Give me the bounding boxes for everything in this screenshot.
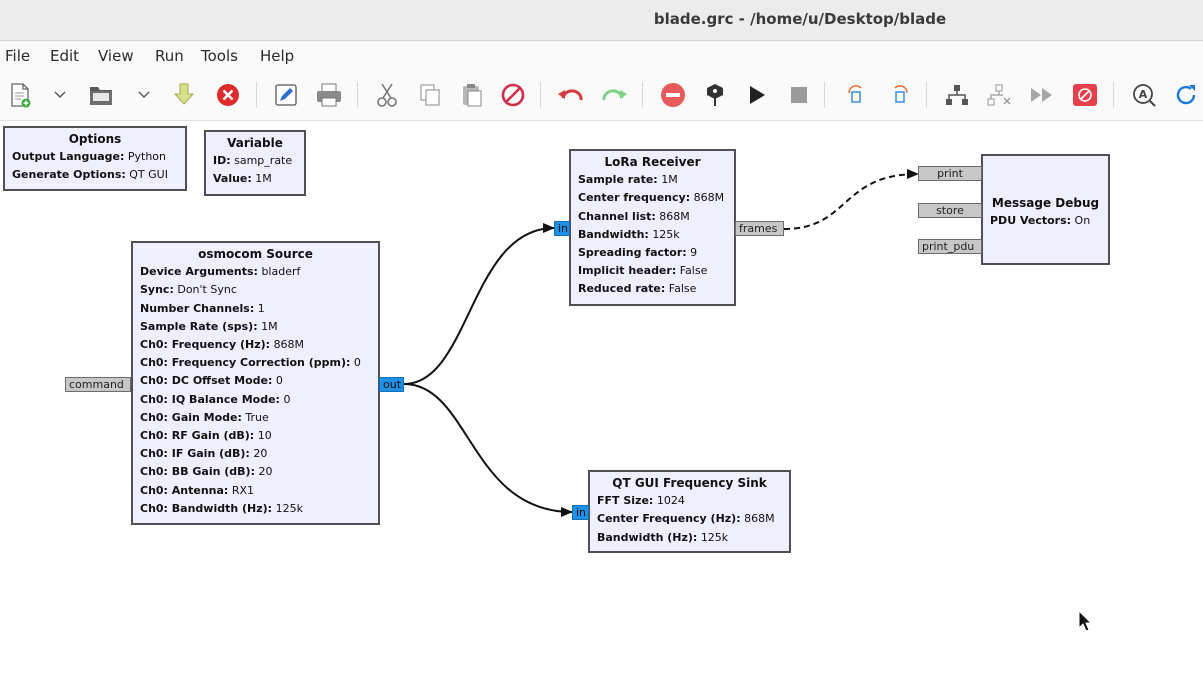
- delete-icon[interactable]: [497, 79, 529, 111]
- menu-view[interactable]: View: [98, 47, 134, 65]
- toolbar: A: [0, 70, 1203, 121]
- param-row: Value: 1M: [213, 172, 272, 186]
- block-title: LoRa Receiver: [604, 155, 701, 169]
- toolbar-separator: [1113, 82, 1114, 108]
- close-icon[interactable]: [212, 79, 244, 111]
- fast-forward-icon[interactable]: [1026, 79, 1058, 111]
- param-row: Device Arguments: bladerf: [140, 265, 301, 279]
- toolbar-separator: [926, 82, 927, 108]
- param-row: PDU Vectors: On: [990, 214, 1091, 228]
- connection-lora-to-message-debug[interactable]: [783, 169, 919, 230]
- lora-in-port[interactable]: in: [554, 221, 570, 236]
- menu-bar: File Edit View Run Tools Help: [0, 41, 1203, 70]
- run-icon[interactable]: [741, 79, 773, 111]
- param-row: ID: samp_rate: [213, 154, 293, 168]
- param-row: Reduced rate: False: [578, 282, 697, 296]
- print-icon[interactable]: [313, 79, 345, 111]
- lora-frames-port[interactable]: frames: [735, 221, 784, 236]
- freq-sink-block[interactable]: QT GUI Frequency Sink FFT Size: 1024 Cen…: [588, 470, 791, 553]
- toolbar-separator: [824, 82, 825, 108]
- connection-osmocom-to-lora[interactable]: [403, 223, 555, 385]
- block-title: QT GUI Frequency Sink: [612, 476, 767, 490]
- param-row: Center frequency: 868M: [578, 191, 725, 205]
- param-row: Bandwidth (Hz): 125k: [597, 530, 729, 544]
- osmocom-out-port[interactable]: out: [379, 377, 404, 392]
- block-title: Variable: [227, 136, 283, 150]
- options-block[interactable]: Options Output Language: Python Generate…: [3, 126, 187, 191]
- param-row: Implicit header: False: [578, 264, 708, 278]
- dropdown-arrow-icon[interactable]: [44, 79, 76, 111]
- param-row: FFT Size: 1024: [597, 494, 685, 508]
- save-icon[interactable]: [168, 79, 200, 111]
- block-title: Options: [68, 132, 122, 146]
- dropdown-arrow-icon[interactable]: [128, 79, 160, 111]
- param-row: Ch0: IQ Balance Mode: 0: [140, 392, 291, 406]
- block-title: Message Debug: [991, 196, 1100, 210]
- param-row: Bandwidth: 125k: [578, 227, 680, 241]
- param-row: Sample Rate (sps): 1M: [140, 319, 278, 333]
- connection-osmocom-to-freq-sink[interactable]: [403, 383, 573, 517]
- param-row: Ch0: RF Gain (dB): 10: [140, 429, 272, 443]
- param-row: Ch0: IF Gain (dB): 20: [140, 447, 268, 461]
- toolbar-separator: [256, 82, 257, 108]
- create-hier-icon[interactable]: [941, 79, 973, 111]
- param-row: Ch0: Frequency (Hz): 868M: [140, 338, 305, 352]
- param-row: Ch0: Antenna: RX1: [140, 483, 255, 497]
- window-title: blade.grc - /home/u/Desktop/blade: [653, 10, 947, 28]
- mouse-cursor-icon: [1078, 609, 1093, 636]
- message-debug-store-port[interactable]: store: [918, 203, 982, 218]
- menu-run[interactable]: Run: [155, 47, 184, 65]
- paste-icon[interactable]: [456, 79, 488, 111]
- edit-icon[interactable]: [270, 79, 302, 111]
- open-file-icon[interactable]: [85, 79, 117, 111]
- param-row: Output Language: Python: [12, 150, 166, 164]
- param-row: Ch0: BB Gain (dB): 20: [140, 465, 273, 479]
- message-debug-block[interactable]: Message Debug PDU Vectors: On: [981, 154, 1110, 265]
- osmocom-source-block[interactable]: osmocom Source Device Arguments: bladerf…: [131, 241, 380, 525]
- message-debug-print-pdu-port[interactable]: print_pdu: [918, 239, 982, 254]
- bypass-icon[interactable]: [699, 79, 731, 111]
- message-debug-print-port[interactable]: print: [918, 166, 982, 181]
- param-row: Ch0: Frequency Correction (ppm): 0: [140, 356, 361, 370]
- param-row: Ch0: Gain Mode: True: [140, 410, 269, 424]
- svg-text:A: A: [1139, 88, 1148, 101]
- param-row: Ch0: Bandwidth (Hz): 125k: [140, 501, 303, 515]
- param-row: Generate Options: QT GUI: [12, 168, 168, 182]
- param-row: Sample rate: 1M: [578, 173, 678, 187]
- copy-icon[interactable]: [414, 79, 446, 111]
- kill-icon[interactable]: [1069, 79, 1101, 111]
- param-row: Center Frequency (Hz): 868M: [597, 512, 775, 526]
- param-row: Channel list: 868M: [578, 209, 690, 223]
- reload-icon[interactable]: [1170, 79, 1202, 111]
- menu-edit[interactable]: Edit: [50, 47, 80, 65]
- remove-hier-icon[interactable]: [983, 79, 1015, 111]
- param-row: Sync: Don't Sync: [140, 283, 237, 297]
- rotate-ccw-icon[interactable]: [840, 79, 872, 111]
- lora-receiver-block[interactable]: LoRa Receiver Sample rate: 1M Center fre…: [569, 149, 736, 306]
- cut-icon[interactable]: [371, 79, 403, 111]
- toolbar-separator: [357, 82, 358, 108]
- menu-help[interactable]: Help: [260, 47, 295, 65]
- toolbar-separator: [642, 82, 643, 108]
- block-title: osmocom Source: [198, 247, 313, 261]
- disable-block-icon[interactable]: [657, 79, 689, 111]
- redo-icon[interactable]: [598, 79, 630, 111]
- variable-block[interactable]: Variable ID: samp_rate Value: 1M: [204, 130, 306, 196]
- param-row: Spreading factor: 9: [578, 246, 698, 260]
- undo-icon[interactable]: [555, 79, 587, 111]
- rotate-cw-icon[interactable]: [884, 79, 916, 111]
- menu-file[interactable]: File: [5, 47, 31, 65]
- menu-tools[interactable]: Tools: [201, 47, 238, 65]
- stop-icon[interactable]: [783, 79, 815, 111]
- new-document-icon[interactable]: [4, 79, 36, 111]
- param-row: Ch0: DC Offset Mode: 0: [140, 374, 283, 388]
- freq-sink-in-port[interactable]: in: [572, 505, 589, 520]
- title-bar: blade.grc - /home/u/Desktop/blade: [0, 0, 1203, 41]
- param-row: Number Channels: 1: [140, 301, 265, 315]
- toolbar-separator: [540, 82, 541, 108]
- osmocom-command-port[interactable]: command: [65, 377, 131, 392]
- find-icon[interactable]: A: [1128, 79, 1160, 111]
